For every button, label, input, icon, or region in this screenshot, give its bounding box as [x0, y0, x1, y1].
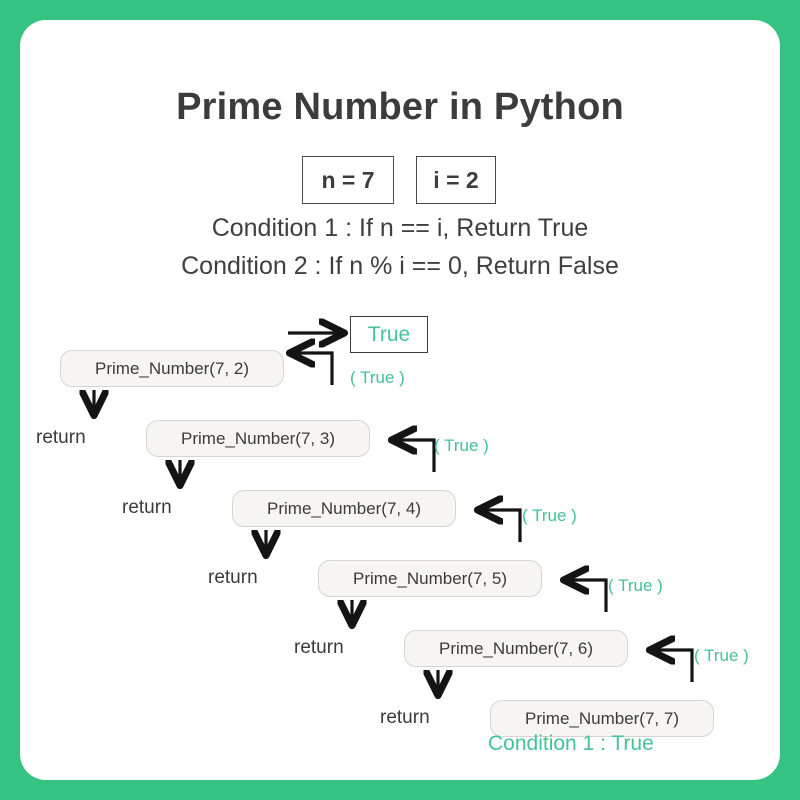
call-box: Prime_Number(7, 2): [60, 350, 284, 387]
final-condition-status: Condition 1 : True: [488, 732, 654, 755]
true-annotation: ( True ): [350, 368, 405, 387]
result-box-true: True: [350, 316, 428, 353]
call-box: Prime_Number(7, 5): [318, 560, 542, 597]
condition-1-text: Condition 1 : If n == i, Return True: [211, 214, 589, 242]
call-box: Prime_Number(7, 7): [490, 700, 714, 737]
call-box: Prime_Number(7, 6): [404, 630, 628, 667]
return-label: return: [122, 497, 172, 518]
condition-2-text: Condition 2 : If n % i == 0, Return Fals…: [181, 252, 619, 280]
return-label: return: [380, 707, 430, 728]
return-label: return: [208, 567, 258, 588]
content-card: Prime Number in Python n = 7 i = 2 Condi…: [20, 20, 780, 780]
page-title: Prime Number in Python: [176, 86, 624, 128]
variable-box-i: i = 2: [416, 156, 496, 204]
recursion-diagram: True Prime_Number(7, 2) Prime_Number(7, …: [20, 20, 780, 780]
call-box: Prime_Number(7, 4): [232, 490, 456, 527]
diagram-arrows: [20, 20, 694, 780]
variable-box-n: n = 7: [302, 156, 394, 204]
call-box: Prime_Number(7, 3): [146, 420, 370, 457]
true-annotation: ( True ): [694, 646, 749, 665]
true-annotation: ( True ): [608, 576, 663, 595]
true-annotation: ( True ): [522, 506, 577, 525]
true-annotation: ( True ): [434, 436, 489, 455]
return-label: return: [36, 427, 86, 448]
return-label: return: [294, 637, 344, 658]
